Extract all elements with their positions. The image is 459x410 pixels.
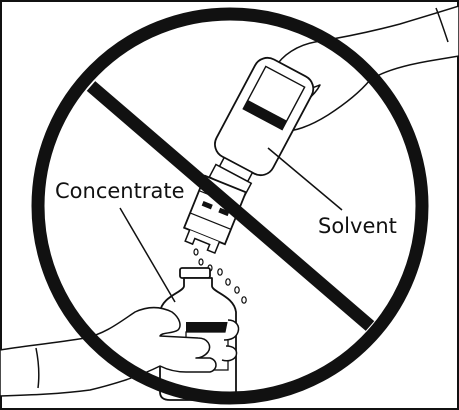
prohibition-slash-icon xyxy=(86,81,375,331)
solvent-label-text: Solvent xyxy=(318,214,397,238)
prohibition-circle-icon xyxy=(31,7,429,405)
concentrate-label-text: Concentrate xyxy=(55,179,185,203)
solvent-leader-line xyxy=(267,147,343,211)
solvent-vial-icon xyxy=(208,56,315,197)
concentrate-label-band xyxy=(186,322,228,332)
concentrate-leader-line xyxy=(119,207,176,303)
